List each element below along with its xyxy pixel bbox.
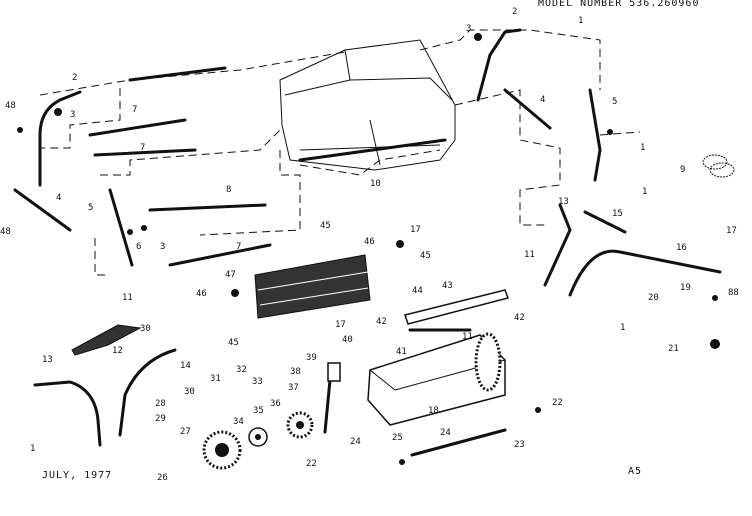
callout-32: 32 (236, 365, 247, 375)
spring-coil (702, 154, 735, 178)
right-handle-parts (476, 28, 722, 297)
callout-15: 15 (612, 209, 623, 219)
callout-17-right: 17 (726, 226, 737, 236)
axle-38-39 (323, 362, 341, 434)
callout-33: 33 (252, 377, 263, 387)
callout-31: 31 (210, 374, 221, 384)
callout-30: 30 (184, 387, 195, 397)
wheel-brackets (33, 348, 177, 447)
model-number-label: MODEL NUMBER 536.260960 (538, 0, 700, 9)
callout-42-left: 42 (376, 317, 387, 327)
callout-1-lower-right: 1 (620, 323, 625, 333)
gears (202, 411, 314, 470)
bars-43-44 (404, 289, 509, 332)
left-handle-parts (13, 90, 134, 267)
sheet-code-label: A5 (628, 466, 643, 477)
callout-27: 27 (180, 427, 191, 437)
callout-18: 18 (428, 406, 439, 416)
callout-3-left: 3 (70, 110, 75, 120)
callout-11-right: 11 (524, 250, 535, 260)
callout-45-mid: 45 (420, 251, 431, 261)
callout-3-mid: 3 (160, 242, 165, 252)
callout-2-top-right: 2 (512, 7, 517, 17)
callout-38: 38 (290, 367, 301, 377)
callout-41: 41 (396, 347, 407, 357)
brush-assembly (254, 254, 371, 319)
callout-4-left: 4 (56, 193, 61, 203)
callout-45-top: 45 (320, 221, 331, 231)
callout-5-right: 5 (612, 97, 617, 107)
callout-47: 47 (225, 270, 236, 280)
assembly-dashed-lines (39, 29, 641, 276)
callout-9: 9 (680, 165, 685, 175)
callout-36: 36 (270, 399, 281, 409)
callout-28: 28 (155, 399, 166, 409)
callout-24-left: 24 (350, 437, 361, 447)
callout-19: 19 (680, 283, 691, 293)
callout-17-mid: 17 (410, 225, 421, 235)
callout-22-left: 22 (306, 459, 317, 469)
frame-rods (88, 66, 272, 267)
callout-88: 88 (728, 288, 739, 298)
callout-model-1: 1 (578, 16, 583, 26)
callout-13-right: 13 (558, 197, 569, 207)
callout-14: 14 (180, 361, 191, 371)
callout-34: 34 (233, 417, 244, 427)
fasteners (17, 33, 720, 465)
callout-46-top: 46 (364, 237, 375, 247)
callout-35: 35 (253, 406, 264, 416)
callout-29: 29 (155, 414, 166, 424)
callout-11-left: 11 (122, 293, 133, 303)
callout-4-right: 4 (540, 95, 545, 105)
bracket-12 (71, 324, 142, 356)
date-label: JULY, 1977 (42, 470, 113, 481)
callout-22-right: 22 (552, 398, 563, 408)
callout-26: 26 (157, 473, 168, 483)
callout-20: 20 (648, 293, 659, 303)
callout-7b: 7 (140, 143, 145, 153)
callout-30-part: 30 (140, 324, 151, 334)
callout-44: 44 (412, 286, 423, 296)
callout-8-left: 48 (5, 101, 16, 111)
callout-8-bottom-left: 48 (0, 227, 11, 237)
callout-1-bottom-left: 1 (30, 444, 35, 454)
callout-21: 21 (668, 344, 679, 354)
callout-1-mid-right: 1 (642, 187, 647, 197)
callout-23: 23 (514, 440, 525, 450)
callout-43: 43 (442, 281, 453, 291)
callout-24-right: 24 (440, 428, 451, 438)
callout-1-right: 1 (640, 143, 645, 153)
sweeper-housing (367, 332, 506, 426)
callout-13-left: 13 (42, 355, 53, 365)
callout-5-left: 5 (88, 203, 93, 213)
callout-labels: 1 2 3 2 3 48 7 7 7 8 4 5 6 3 48 10 4 5 1… (0, 7, 739, 483)
callout-42-right: 42 (514, 313, 525, 323)
callout-7a: 7 (132, 105, 137, 115)
grass-bag (279, 39, 456, 171)
callout-11-mid: 11 (462, 332, 473, 342)
callout-37: 37 (288, 383, 299, 393)
callout-3-top-right: 3 (466, 24, 471, 34)
callout-7c: 7 (236, 242, 241, 252)
callout-2-left: 2 (72, 73, 77, 83)
callout-17-low: 17 (335, 320, 346, 330)
callout-8: 8 (226, 185, 231, 195)
callout-40: 40 (342, 335, 353, 345)
callout-25: 25 (392, 433, 403, 443)
callout-12: 12 (112, 346, 123, 356)
callout-10: 10 (370, 179, 381, 189)
callout-16: 16 (676, 243, 687, 253)
bar-23 (410, 428, 507, 457)
callout-45-low: 45 (228, 338, 239, 348)
callout-6: 6 (136, 242, 141, 252)
callout-46-left: 46 (196, 289, 207, 299)
callout-39: 39 (306, 353, 317, 363)
